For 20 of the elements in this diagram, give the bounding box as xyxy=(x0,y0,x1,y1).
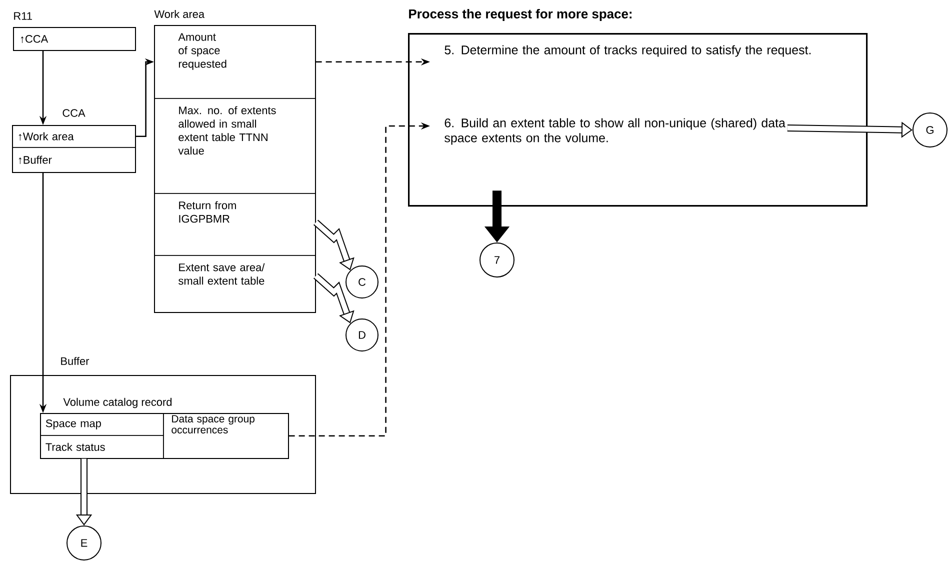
field-row: Track status xyxy=(40,435,164,459)
field-cell: Return from IGGPBMR xyxy=(154,193,316,256)
field-cell: Extent save area/ small extent table xyxy=(154,255,316,313)
field-cell: Data space group occurrences xyxy=(163,413,289,459)
arrow xyxy=(313,220,354,270)
heading-label: Process the request for more space: xyxy=(409,8,632,22)
field-cell: Max. no. of extents allowed in small extent table TTNN value xyxy=(154,98,316,194)
heading-label: CCA xyxy=(62,109,86,117)
field-row: ↑Buffer xyxy=(12,147,136,173)
heading-label: R11 xyxy=(14,12,32,20)
step-text: 6. Build an extent table to show all non-unique (shared) data space extents on the volume. xyxy=(444,118,786,145)
heading-label: Work area xyxy=(154,10,205,18)
heading-label: Volume catalog record xyxy=(63,398,172,408)
heading-label: Buffer xyxy=(61,356,90,366)
field-row: Space map xyxy=(40,413,164,436)
field-row: ↑Work area xyxy=(12,125,136,148)
register-box: ↑CCA xyxy=(13,27,136,51)
step-text: 5. Determine the amount of tracks required to satisfy the request. xyxy=(444,45,811,57)
arrow xyxy=(313,273,354,324)
field-cell: Amount of space requested xyxy=(154,25,316,99)
